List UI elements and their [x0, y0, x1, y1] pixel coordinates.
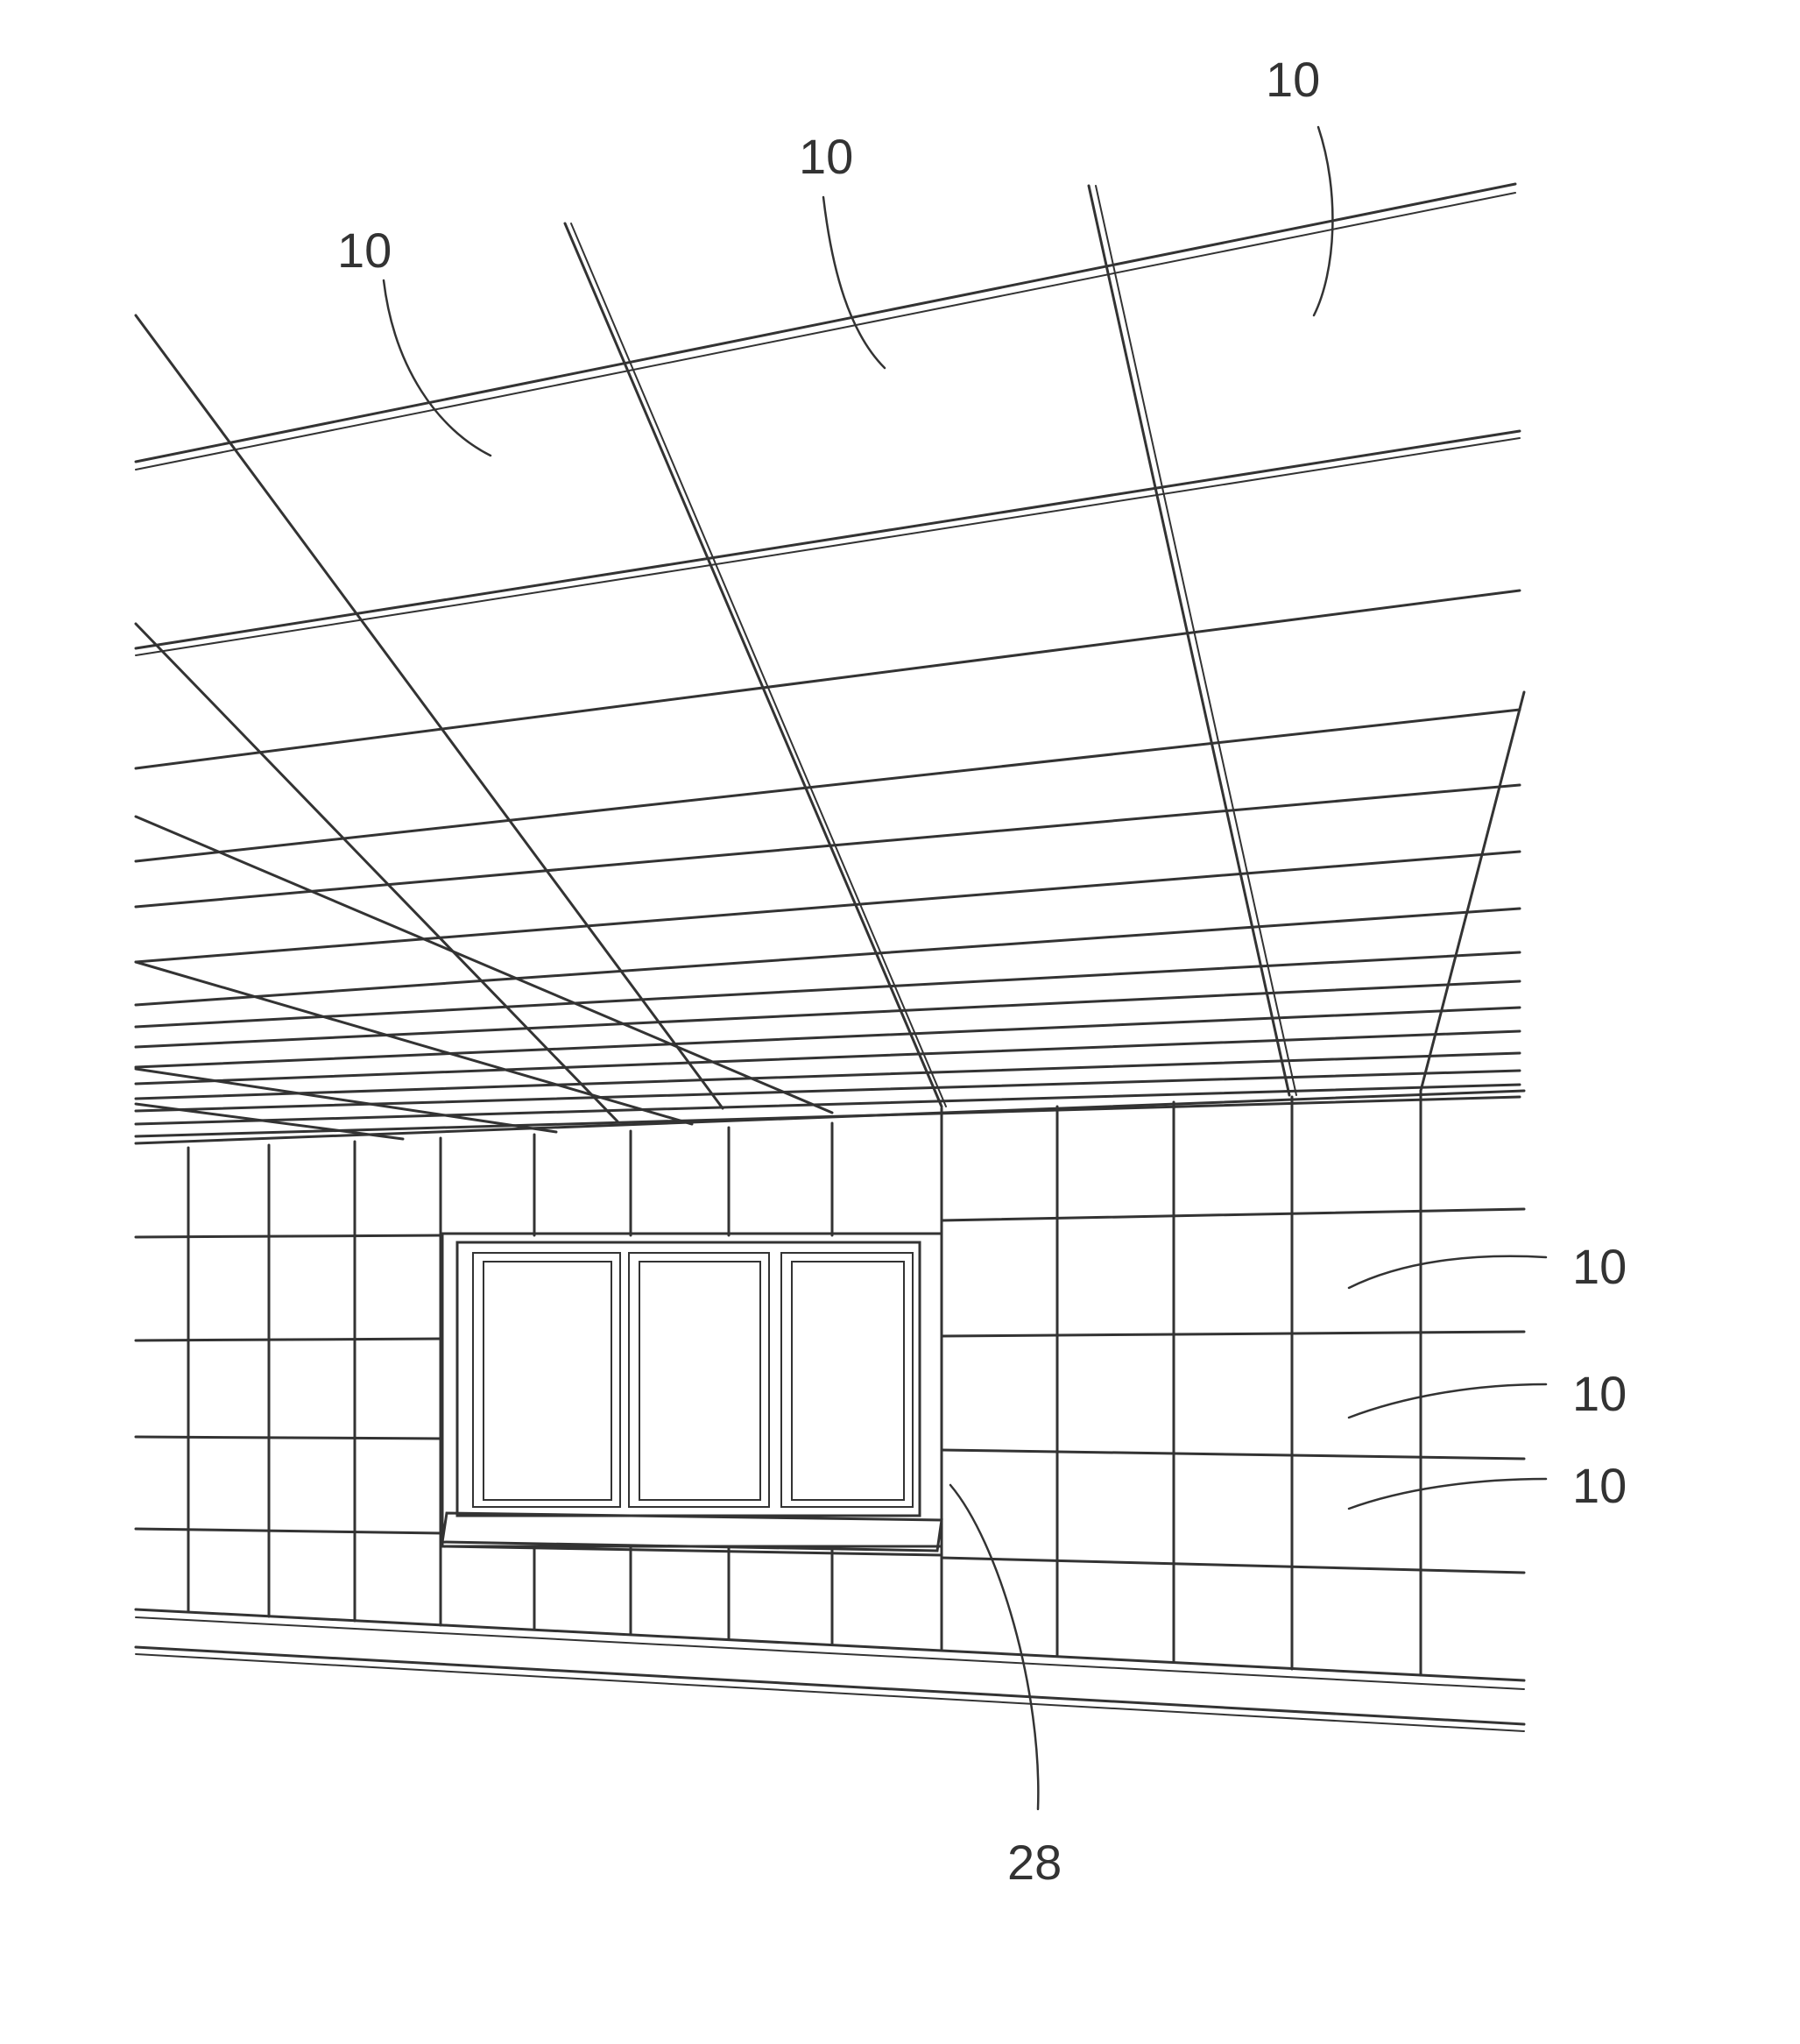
leader-wall-middle	[1349, 1384, 1546, 1418]
label-ceiling-panel-left: 10	[337, 223, 392, 278]
ceiling-cross-runners	[136, 591, 1520, 1136]
leader-ceiling-middle	[823, 197, 885, 368]
leader-wall-lower	[1349, 1479, 1546, 1509]
label-ceiling-panel-right: 10	[1266, 52, 1320, 107]
window-pane-right	[781, 1253, 913, 1507]
wall-vertical-seams	[188, 1091, 1421, 1675]
leader-window-trim	[950, 1485, 1038, 1809]
window-pane-middle	[629, 1253, 769, 1507]
ceiling-perspective-runners	[136, 186, 1524, 1139]
label-ceiling-panel-middle: 10	[799, 129, 853, 184]
ceiling-main-runner-second	[136, 431, 1520, 655]
window-pane-left-inner	[484, 1262, 611, 1500]
window-frame	[457, 1242, 920, 1516]
window-pane-right-inner	[792, 1262, 904, 1500]
wall-grid	[136, 1091, 1524, 1731]
label-wall-panel-middle: 10	[1572, 1366, 1627, 1421]
reference-labels: 10 10 10 10 10 10 28	[337, 52, 1627, 1890]
window-pane-middle-inner	[639, 1262, 760, 1500]
ceiling-grid	[136, 184, 1524, 1143]
window	[442, 1234, 942, 1551]
window-pane-left	[473, 1253, 620, 1507]
floor-base-lines	[136, 1609, 1524, 1731]
leader-wall-upper	[1349, 1256, 1546, 1288]
leader-ceiling-left	[384, 280, 491, 456]
label-wall-panel-upper: 10	[1572, 1239, 1627, 1294]
label-wall-panel-lower: 10	[1572, 1458, 1627, 1513]
leader-lines	[384, 127, 1546, 1809]
label-window-trim: 28	[1007, 1835, 1062, 1890]
